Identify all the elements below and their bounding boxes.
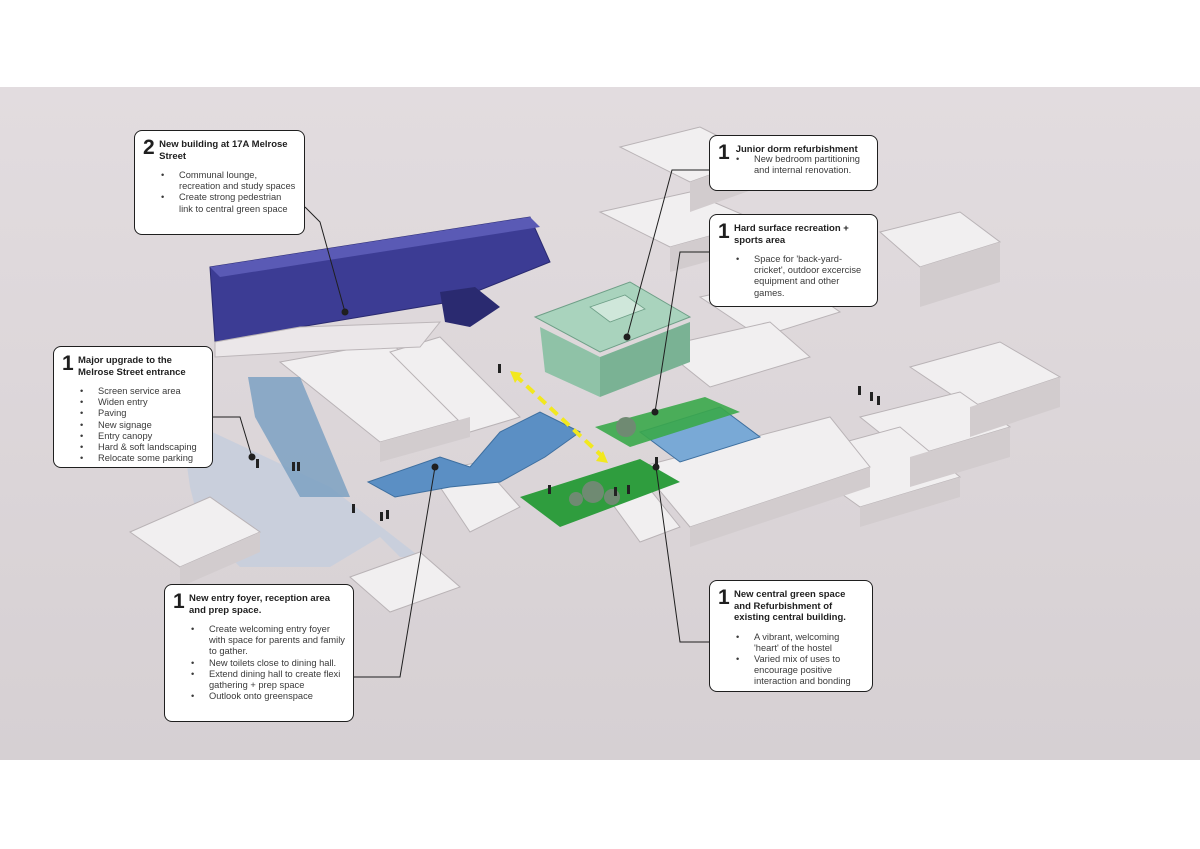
callout-bullet: New toilets close to dining hall. xyxy=(191,658,345,669)
callout-bullet-list: Communal lounge, recreation and study sp… xyxy=(143,170,296,215)
callout-number: 1 xyxy=(718,220,730,243)
callout-number: 1 xyxy=(718,586,730,609)
callout-bullet-list: New bedroom partitioning and internal re… xyxy=(718,154,869,176)
callout-title: New central green space and Refurbishmen… xyxy=(734,589,846,623)
people xyxy=(256,364,880,521)
callout-title: New entry foyer, reception area and prep… xyxy=(189,593,330,616)
callout-title: Hard surface recreation + sports area xyxy=(734,223,849,246)
callout-bullet: Create strong pedestrian link to central… xyxy=(161,192,296,214)
entry-canopy xyxy=(248,377,762,498)
callout-bullet-list: Create welcoming entry foyer with space … xyxy=(173,624,345,703)
pedestrian-link-arrow xyxy=(510,371,608,463)
callout-number: 1 xyxy=(173,590,185,613)
callout-bullet: Extend dining hall to create flexi gathe… xyxy=(191,669,345,691)
new-building-podium xyxy=(214,321,442,358)
callout-melrose-entrance: 1 Major upgrade to the Melrose Street en… xyxy=(53,346,213,468)
callout-title: Junior dorm refurbishment xyxy=(735,144,858,155)
callout-bullet: A vibrant, welcoming 'heart' of the host… xyxy=(736,632,864,654)
callout-bullet-list: Space for 'back-yard-cricket', outdoor e… xyxy=(718,254,869,299)
callout-number: 1 xyxy=(718,141,730,164)
callout-junior-dorm: 1 Junior dorm refurbishment New bedroom … xyxy=(709,135,878,191)
callout-number: 1 xyxy=(62,352,74,375)
callout-title: Major upgrade to the Melrose Street entr… xyxy=(78,355,186,378)
callout-bullet: Entry canopy xyxy=(80,431,204,442)
callout-bullet: Create welcoming entry foyer with space … xyxy=(191,624,345,658)
callout-bullet: Communal lounge, recreation and study sp… xyxy=(161,170,296,192)
callout-bullet: Screen service area xyxy=(80,386,204,397)
callout-hard-surface-recreation: 1 Hard surface recreation + sports area … xyxy=(709,214,878,307)
callout-bullet: Space for 'back-yard-cricket', outdoor e… xyxy=(736,254,869,299)
callout-title: New building at 17A Melrose Street xyxy=(159,139,288,162)
callout-bullet: Widen entry xyxy=(80,397,204,408)
callout-bullet: Relocate some parking xyxy=(80,453,204,464)
callout-bullet-list: Screen service area Widen entry Paving N… xyxy=(62,386,204,465)
callout-number: 2 xyxy=(143,136,155,159)
callout-bullet: Paving xyxy=(80,408,204,419)
callout-bullet: New bedroom partitioning and internal re… xyxy=(736,154,869,176)
callout-bullet: Hard & soft landscaping xyxy=(80,442,204,453)
callout-bullet: Varied mix of uses to encourage positive… xyxy=(736,654,864,688)
junior-dorm xyxy=(533,281,692,397)
callout-new-building-17a: 2 New building at 17A Melrose Street Com… xyxy=(134,130,305,235)
callout-bullet: Outlook onto greenspace xyxy=(191,691,345,702)
leader-lines xyxy=(212,169,709,678)
callout-central-green-space: 1 New central green space and Refurbishm… xyxy=(709,580,873,692)
callout-bullet-list: A vibrant, welcoming 'heart' of the host… xyxy=(718,632,864,688)
callout-bullet: New signage xyxy=(80,420,204,431)
callout-entry-foyer: 1 New entry foyer, reception area and pr… xyxy=(164,584,354,722)
